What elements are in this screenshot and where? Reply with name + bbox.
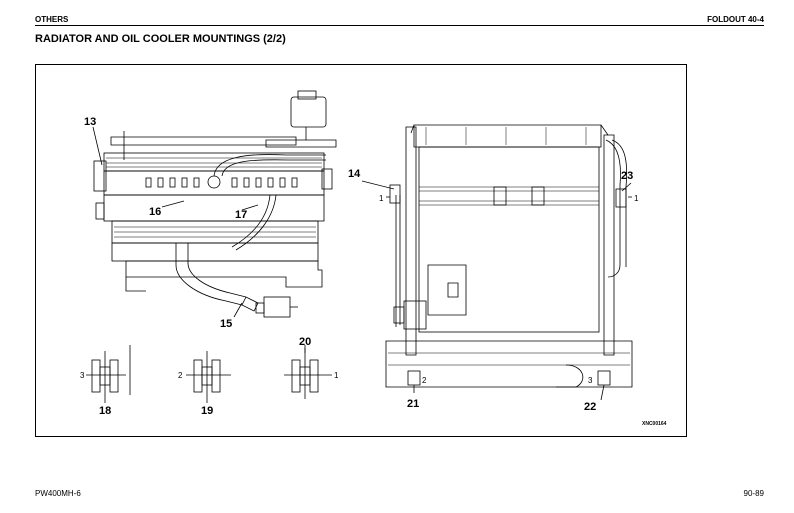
- callout-13: 13: [84, 116, 96, 128]
- callout-21: 21: [407, 398, 419, 410]
- ref-20-1: 1: [334, 371, 339, 380]
- callout-19: 19: [201, 405, 213, 417]
- callout-16: 16: [149, 206, 161, 218]
- callout-14: 14: [348, 168, 361, 180]
- technical-drawing: 13 14 15 16 17 18 19 20 21 22 23 1 1 3 2…: [80, 90, 667, 427]
- section-title: OTHERS: [35, 15, 69, 24]
- ref-18-3: 3: [80, 371, 85, 380]
- ref-19-2: 2: [178, 371, 183, 380]
- detail-view-19: [186, 351, 231, 403]
- callout-17: 17: [235, 209, 247, 221]
- figure-frame: 13 14 15 16 17 18 19 20 21 22 23 1 1 3 2…: [35, 64, 687, 437]
- detail-view-18: [86, 345, 131, 403]
- ref-21-2: 2: [422, 376, 427, 385]
- callout-23: 23: [621, 170, 633, 182]
- callout-20: 20: [299, 336, 311, 348]
- footer-model: PW400MH-6: [35, 489, 81, 498]
- footer-page-number: 90-89: [743, 489, 764, 498]
- detail-view-20: [284, 345, 332, 399]
- ref-14-1: 1: [379, 194, 384, 203]
- callout-22: 22: [584, 401, 596, 413]
- front-view-assembly: [361, 124, 633, 401]
- drawing-code: XNC00164: [642, 421, 667, 427]
- foldout-label: FOLDOUT 40-4: [707, 15, 764, 24]
- callout-15: 15: [220, 318, 232, 330]
- ref-23-1: 1: [634, 194, 639, 203]
- page-title: RADIATOR AND OIL COOLER MOUNTINGS (2/2): [35, 33, 286, 45]
- header-rule: [35, 25, 764, 26]
- side-view-assembly: [92, 90, 337, 318]
- ref-22-3: 3: [588, 376, 593, 385]
- callout-18: 18: [99, 405, 111, 417]
